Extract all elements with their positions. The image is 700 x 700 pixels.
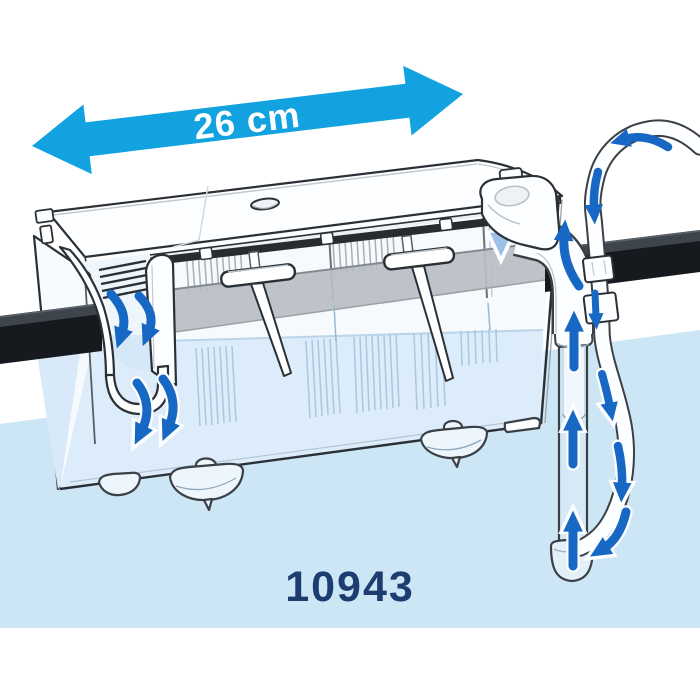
hose-flow-arrow-icon — [612, 441, 632, 503]
hose-flow-arrow-icon — [610, 128, 673, 152]
hose-flow-arrow-icon — [588, 289, 604, 330]
elbow-flow-arrow-icon — [553, 219, 584, 291]
dimension-annotation: 26 cm — [32, 65, 463, 175]
filter-combs-underwater — [195, 328, 498, 427]
spout-flow-arrow-icon — [132, 378, 153, 445]
dimension-label: 26 cm — [191, 94, 302, 148]
hose-flow-arrow-icon — [584, 167, 604, 225]
media-handle-right — [383, 234, 456, 382]
weir-slats — [98, 259, 149, 300]
aquarium-rim-left — [0, 303, 103, 364]
flow-arrows — [106, 128, 673, 571]
hose-flow-arrow-icon — [598, 370, 618, 422]
spout-flow-arrow-icon — [158, 374, 180, 442]
suction-cups — [97, 416, 542, 512]
filter-combs — [185, 234, 396, 295]
spout-flow-arrow-icon — [106, 289, 133, 349]
hose-flow-arrow-icon — [590, 507, 631, 557]
double-headed-width-arrow-icon — [32, 65, 463, 175]
product-number: 10943 — [285, 563, 415, 611]
media-handle-left — [220, 250, 297, 377]
spout-flow-arrow-icon — [134, 291, 160, 347]
